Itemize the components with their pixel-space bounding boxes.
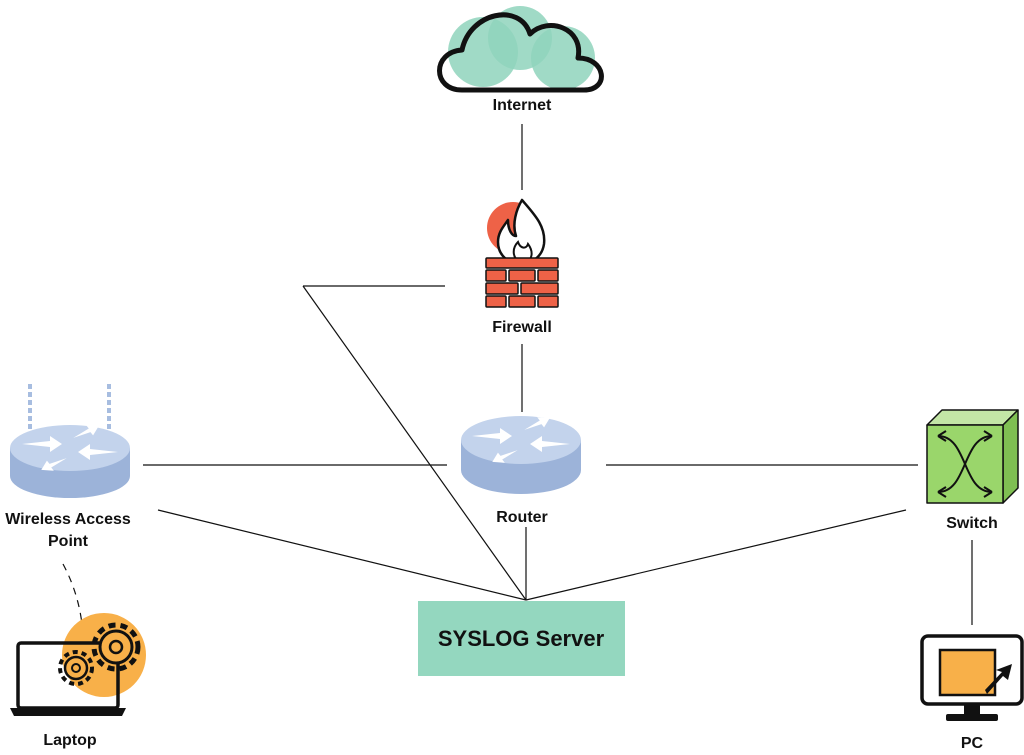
wireless-access-point-node: Wireless Access Point bbox=[5, 384, 131, 550]
link-wap-syslog bbox=[157, 509, 527, 601]
router-node: Router bbox=[461, 416, 581, 526]
small-gear-icon bbox=[58, 650, 94, 686]
router-icon bbox=[461, 416, 581, 494]
switch-node: Switch bbox=[926, 409, 1019, 532]
large-gear-icon bbox=[91, 622, 141, 672]
switch-label: Switch bbox=[946, 515, 998, 532]
router-label: Router bbox=[496, 509, 548, 526]
pc-monitor-icon bbox=[920, 634, 1024, 721]
laptop-node: Laptop bbox=[10, 613, 146, 749]
internet-label: Internet bbox=[493, 97, 552, 114]
link-wap-laptop-wireless bbox=[62, 563, 83, 625]
internet-node: Internet bbox=[437, 6, 604, 114]
connections bbox=[62, 124, 973, 625]
syslog-server-box bbox=[418, 601, 625, 676]
pc-node: PC bbox=[920, 634, 1024, 752]
firewall-label: Firewall bbox=[492, 319, 552, 336]
firewall-icon bbox=[485, 198, 559, 308]
link-firewall-syslog-diagonal bbox=[302, 285, 527, 601]
laptop-gear-icon bbox=[10, 613, 146, 716]
laptop-label: Laptop bbox=[43, 732, 97, 749]
cloud-icon bbox=[437, 6, 604, 93]
switch-icon bbox=[926, 409, 1019, 504]
firewall-node: Firewall bbox=[485, 198, 559, 336]
wireless-access-point-icon bbox=[10, 384, 130, 498]
pc-label: PC bbox=[961, 735, 984, 752]
wireless-access-point-label-line-2: Point bbox=[48, 533, 89, 550]
link-switch-syslog bbox=[525, 509, 907, 601]
wireless-access-point-label-line-1: Wireless Access bbox=[5, 511, 131, 528]
switch-arrows-icon bbox=[937, 430, 993, 498]
syslog-server-node: SYSLOG Server bbox=[418, 601, 625, 676]
syslog-server-label: SYSLOG Server bbox=[438, 626, 605, 651]
